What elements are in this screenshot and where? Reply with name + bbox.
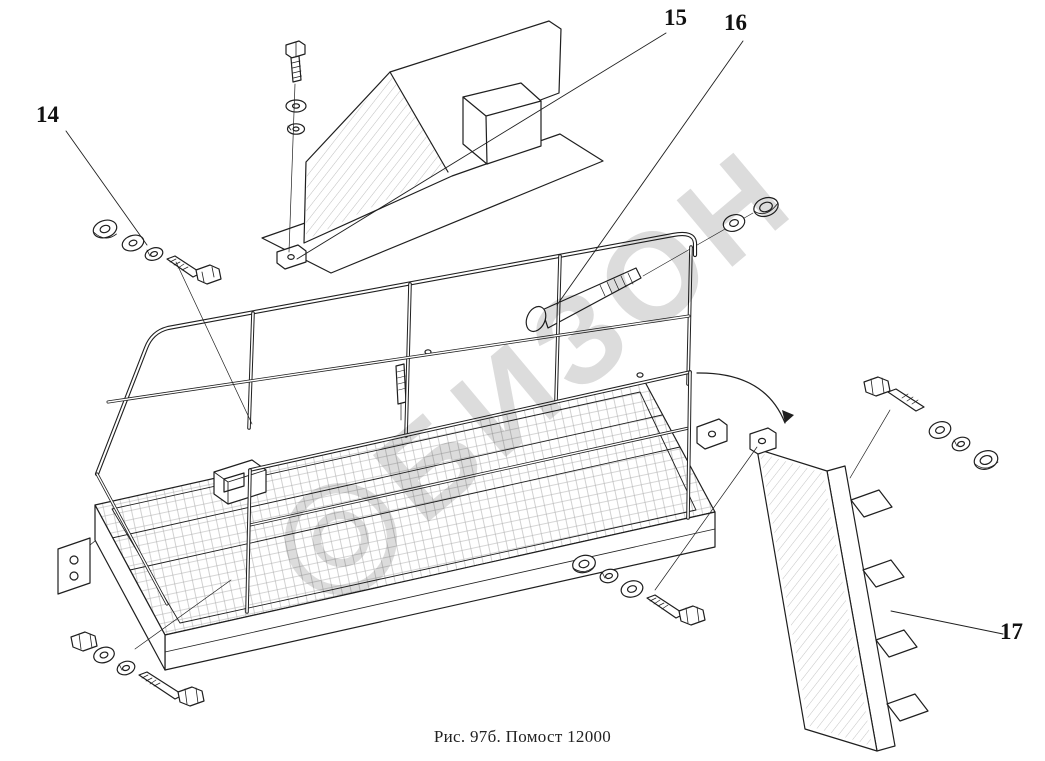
pin-washer	[722, 213, 746, 233]
hood-lock-washer	[286, 123, 306, 135]
hood-bolt	[285, 40, 307, 253]
ladder-rung	[875, 629, 918, 658]
leader-16	[556, 40, 744, 306]
hood-hatch-face	[306, 74, 446, 240]
ladder-rung	[862, 559, 905, 588]
callout-17: 17	[1000, 619, 1023, 644]
front-railing	[95, 370, 692, 614]
foot-bracket	[57, 537, 91, 595]
hood-washer	[285, 99, 307, 113]
hinge-lug	[696, 418, 728, 450]
leader-15	[296, 32, 667, 260]
bolt-assembly-lower-left	[70, 579, 232, 707]
leader-17	[890, 610, 1004, 635]
hood-protrusion	[462, 82, 542, 165]
ladder-assembly	[696, 372, 929, 752]
bolt-assembly-lower-center	[572, 446, 758, 626]
platform-assembly	[57, 231, 728, 671]
swing-arrow	[696, 372, 786, 424]
callout-14: 14	[36, 102, 59, 127]
back-railing	[94, 231, 698, 477]
bolt-assembly-right	[849, 376, 999, 479]
hood-guard-assembly	[261, 20, 604, 274]
callout-15: 15	[664, 5, 687, 30]
ladder-rung	[850, 489, 893, 518]
hood-bracket	[276, 244, 307, 270]
pin-bolt-16	[525, 196, 779, 333]
leader-14	[65, 130, 148, 246]
platform-left-face	[94, 504, 166, 671]
ladder-rung	[886, 693, 929, 722]
hood-bolt-axis-line	[288, 83, 296, 253]
ladder-bracket	[749, 427, 777, 455]
figure-caption: Рис. 97б. Помост 12000	[433, 727, 612, 746]
leader-lines	[65, 32, 1004, 635]
callout-16: 16	[724, 10, 747, 35]
bolt-assembly-upper-left	[92, 219, 253, 425]
pin-nut	[753, 196, 779, 218]
